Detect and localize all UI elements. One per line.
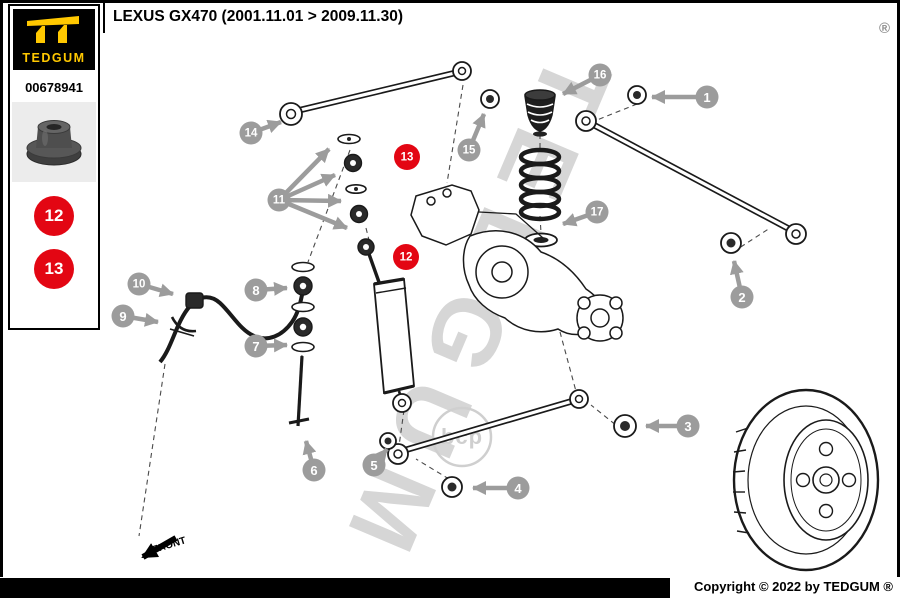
part-badge-12: 12	[34, 196, 74, 236]
callout-5: 5	[362, 447, 389, 477]
lower-arm-bushings	[379, 414, 637, 498]
svg-text:15: 15	[463, 145, 476, 157]
svg-text:17: 17	[591, 207, 604, 219]
track-bar-bushings	[627, 85, 742, 254]
axle-housing	[410, 184, 624, 342]
part-badge-13: 13	[34, 249, 74, 289]
diagram-parts: FRONT	[141, 61, 880, 572]
part-number: 00678941	[25, 80, 83, 95]
rubber-bushing-image	[26, 120, 82, 166]
svg-text:2: 2	[738, 290, 745, 305]
callout-1: 1	[651, 85, 719, 109]
svg-text:11: 11	[273, 195, 286, 207]
callout-9: 9	[111, 304, 159, 328]
callout-13: 13	[394, 144, 420, 170]
callout-12: 12	[393, 244, 419, 270]
copyright-text: Copyright © 2022 by TEDGUM ®	[693, 579, 893, 594]
bushing-stack	[337, 133, 369, 224]
bump-stop	[524, 89, 556, 137]
front-direction-arrow: FRONT	[141, 535, 187, 560]
tedgum-emblem-icon	[27, 16, 79, 43]
tedgum-logo: TEDGUM	[13, 9, 95, 70]
svg-text:1: 1	[703, 90, 710, 105]
coil-spring	[518, 147, 562, 222]
stabilizer-link	[288, 261, 315, 427]
svg-text:5: 5	[370, 458, 377, 473]
header-divider	[103, 3, 105, 33]
callout-14: 14	[239, 119, 282, 145]
track-bar	[575, 110, 807, 245]
bottom-bar	[0, 578, 670, 598]
callout-16: 16	[561, 63, 612, 97]
callout-10: 10	[127, 272, 174, 298]
page-frame	[0, 0, 900, 577]
registered-trademark: ®	[878, 20, 890, 37]
svg-text:4: 4	[514, 481, 522, 496]
svg-text:6: 6	[310, 463, 317, 478]
part-photo	[12, 102, 96, 182]
svg-text:16: 16	[594, 70, 607, 82]
callout-4: 4	[472, 476, 530, 500]
upper-lateral-rod	[279, 61, 472, 126]
callout-6: 6	[302, 440, 326, 482]
shock-absorber	[357, 238, 415, 413]
lower-control-arm	[387, 389, 589, 465]
stabilizer-bar	[158, 289, 305, 364]
svg-text:14: 14	[245, 128, 258, 140]
brand-name: TEDGUM	[22, 51, 86, 65]
callout-17: 17	[562, 200, 609, 227]
svg-text:7: 7	[252, 339, 259, 354]
callout-11: 11	[267, 147, 348, 231]
svg-text:8: 8	[252, 283, 259, 298]
callout-7: 7	[244, 334, 288, 358]
page-title: LEXUS GX470 (2001.11.01 > 2009.11.30)	[113, 8, 403, 25]
part-info-panel: TEDGUM 00678941 12 13	[8, 4, 100, 330]
upper-rod-bushing	[480, 89, 500, 109]
svg-text:10: 10	[133, 279, 146, 291]
svg-text:FRONT: FRONT	[151, 535, 187, 556]
svg-text:3: 3	[684, 419, 691, 434]
callout-15: 15	[457, 113, 487, 162]
callout-3: 3	[645, 414, 700, 438]
svg-text:9: 9	[119, 309, 126, 324]
callout-8: 8	[244, 278, 288, 302]
svg-text:13: 13	[401, 152, 414, 164]
svg-text:12: 12	[400, 252, 413, 264]
callout-2: 2	[729, 260, 754, 309]
wheel	[732, 388, 880, 572]
